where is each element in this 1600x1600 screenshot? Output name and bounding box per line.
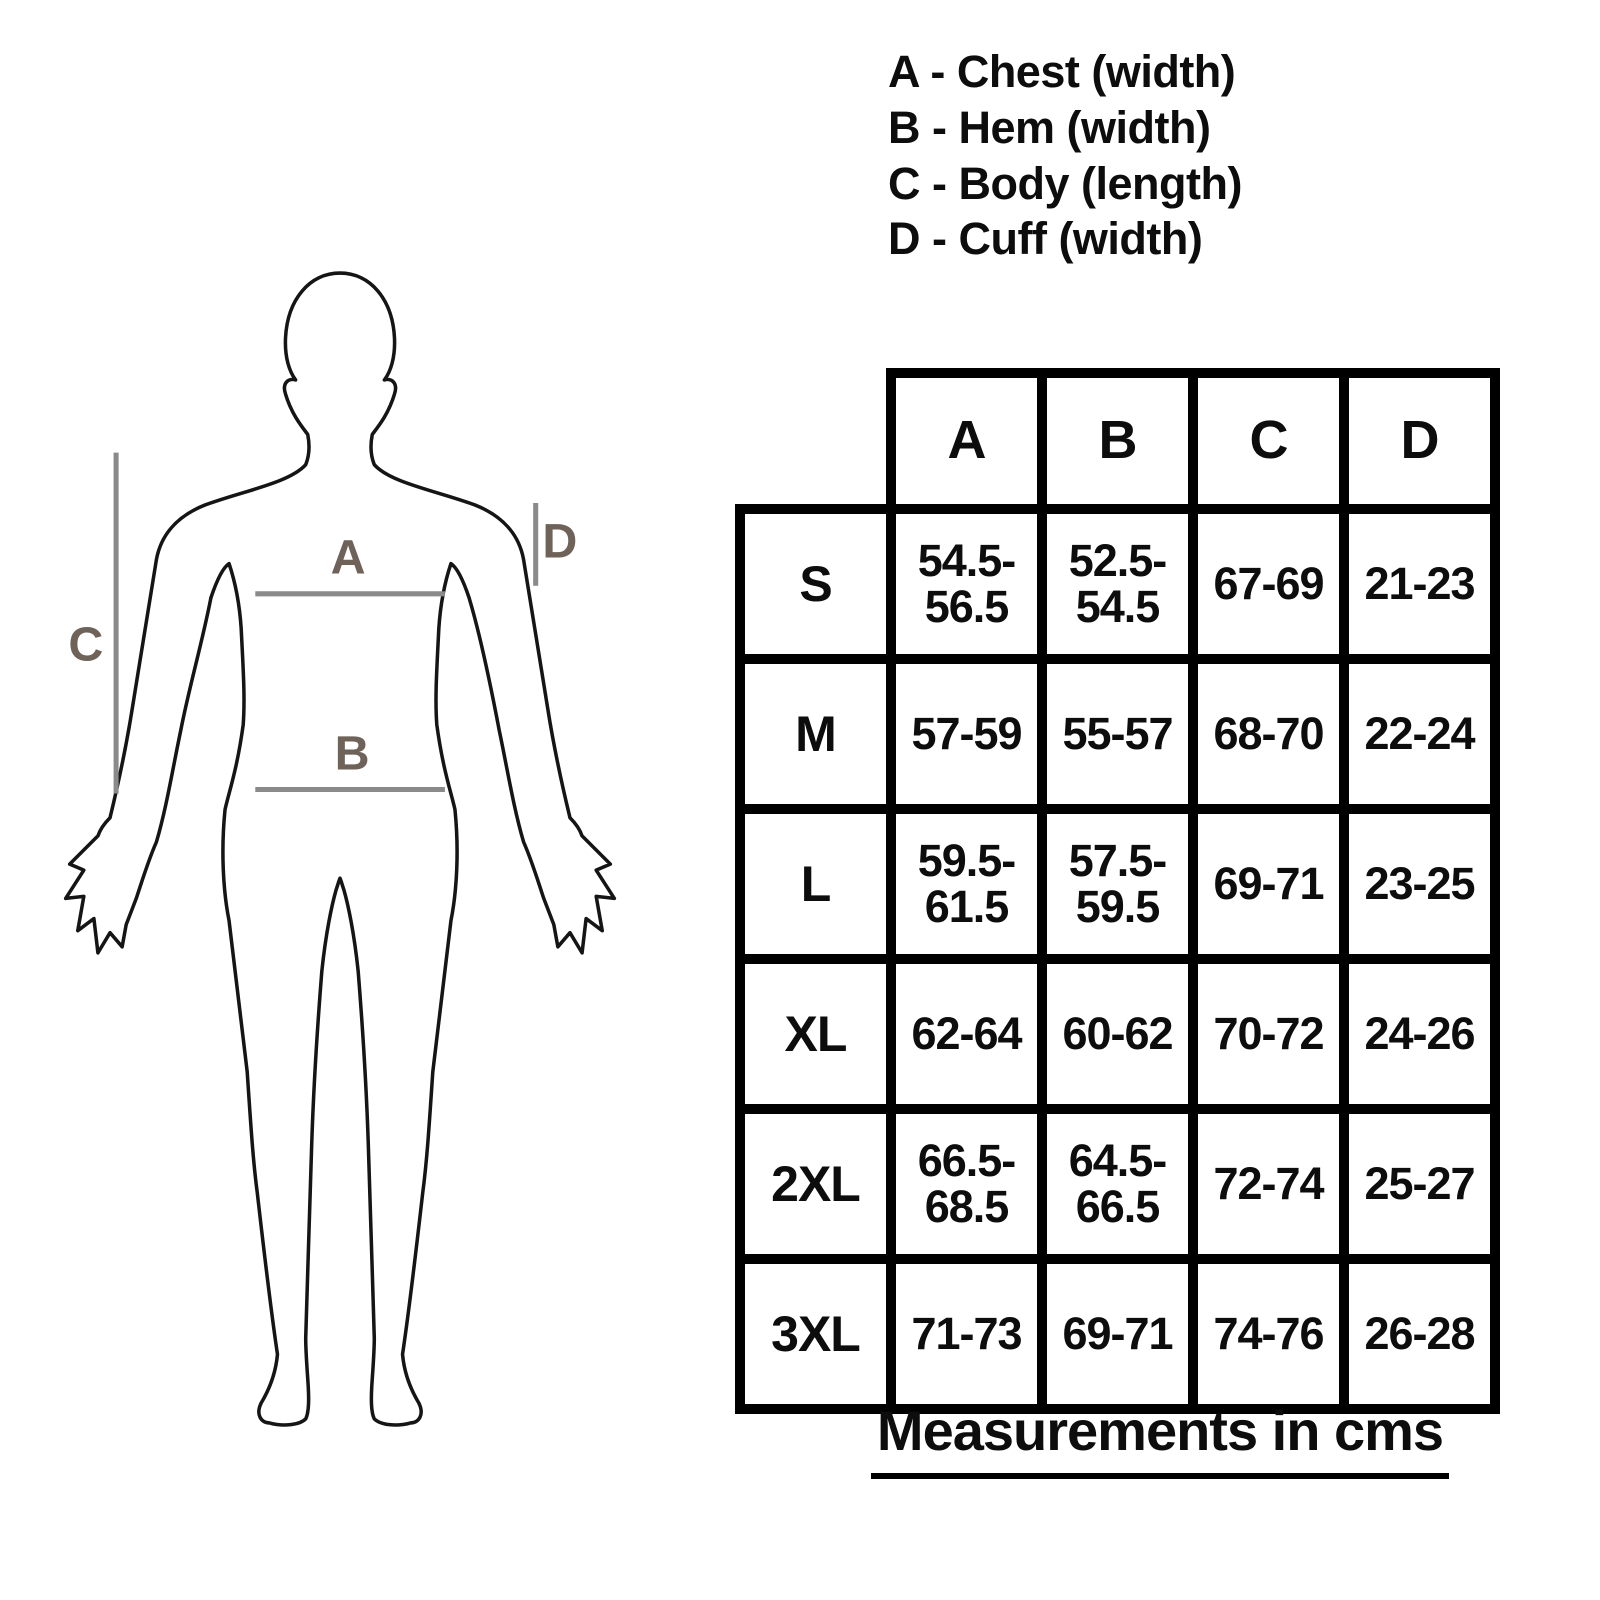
column-header-a: A: [886, 368, 1047, 514]
cell-cuff: 22-24: [1339, 654, 1500, 814]
cell-body: 69-71: [1188, 804, 1349, 964]
body-outline: [63, 271, 617, 1427]
size-label: L: [735, 804, 896, 964]
body-figure: A B C D: [55, 265, 625, 1435]
size-label: S: [735, 504, 896, 664]
table-row-m: M 57-59 55-57 68-70 22-24: [735, 654, 1500, 814]
cell-cuff: 26-28: [1339, 1254, 1500, 1414]
cell-hem: 55-57: [1037, 654, 1198, 814]
units-note-text: Measurements in cms: [870, 1398, 1450, 1479]
cell-hem: 57.5- 59.5: [1037, 804, 1198, 964]
cell-cuff: 25-27: [1339, 1104, 1500, 1264]
column-header-c: C: [1188, 368, 1349, 514]
body-length-label: C: [68, 617, 103, 671]
cell-body: 74-76: [1188, 1254, 1349, 1414]
corner-cell: [740, 373, 891, 509]
cell-body: 67-69: [1188, 504, 1349, 664]
legend-item-body: C - Body (length): [888, 157, 1242, 209]
table-header-row: A B C D: [740, 368, 1500, 514]
cell-hem: 60-62: [1037, 954, 1198, 1114]
cell-body: 70-72: [1188, 954, 1349, 1114]
table-row-2xl: 2XL 66.5- 68.5 64.5- 66.5 72-74 25-27: [735, 1104, 1500, 1264]
measurement-legend: A - Chest (width) B - Hem (width) C - Bo…: [888, 44, 1242, 267]
table-row-l: L 59.5- 61.5 57.5- 59.5 69-71 23-25: [735, 804, 1500, 964]
cell-hem: 52.5- 54.5: [1037, 504, 1198, 664]
cell-chest: 57-59: [886, 654, 1047, 814]
cell-chest: 62-64: [886, 954, 1047, 1114]
legend-item-chest: A - Chest (width): [888, 46, 1236, 97]
cell-chest: 59.5- 61.5: [886, 804, 1047, 964]
size-label: XL: [735, 954, 896, 1114]
cell-chest: 71-73: [886, 1254, 1047, 1414]
cell-chest: 66.5- 68.5: [886, 1104, 1047, 1264]
cell-cuff: 23-25: [1339, 804, 1500, 964]
cell-chest: 54.5- 56.5: [886, 504, 1047, 664]
column-header-b: B: [1037, 368, 1198, 514]
units-note: Measurements in cms: [860, 1398, 1460, 1479]
hem-label: B: [335, 726, 370, 780]
column-header-d: D: [1339, 368, 1500, 514]
size-label: M: [735, 654, 896, 814]
chest-label: A: [331, 531, 366, 585]
legend-item-hem: B - Hem (width): [888, 101, 1211, 153]
cell-hem: 64.5- 66.5: [1037, 1104, 1198, 1264]
cell-cuff: 21-23: [1339, 504, 1500, 664]
cell-hem: 69-71: [1037, 1254, 1198, 1414]
body-figure-svg: A B C D: [63, 271, 617, 1427]
cell-body: 68-70: [1188, 654, 1349, 814]
size-label: 3XL: [735, 1254, 896, 1414]
size-chart-table: A B C D S 54.5- 56.5 52.5- 54.5 67-69 21…: [735, 368, 1500, 1414]
table-row-3xl: 3XL 71-73 69-71 74-76 26-28: [735, 1254, 1500, 1414]
table-row-s: S 54.5- 56.5 52.5- 54.5 67-69 21-23: [735, 504, 1500, 664]
cell-body: 72-74: [1188, 1104, 1349, 1264]
legend-item-cuff: D - Cuff (width): [888, 213, 1203, 265]
size-label: 2XL: [735, 1104, 896, 1264]
table-row-xl: XL 62-64 60-62 70-72 24-26: [735, 954, 1500, 1114]
cell-cuff: 24-26: [1339, 954, 1500, 1114]
cuff-label: D: [542, 515, 577, 569]
